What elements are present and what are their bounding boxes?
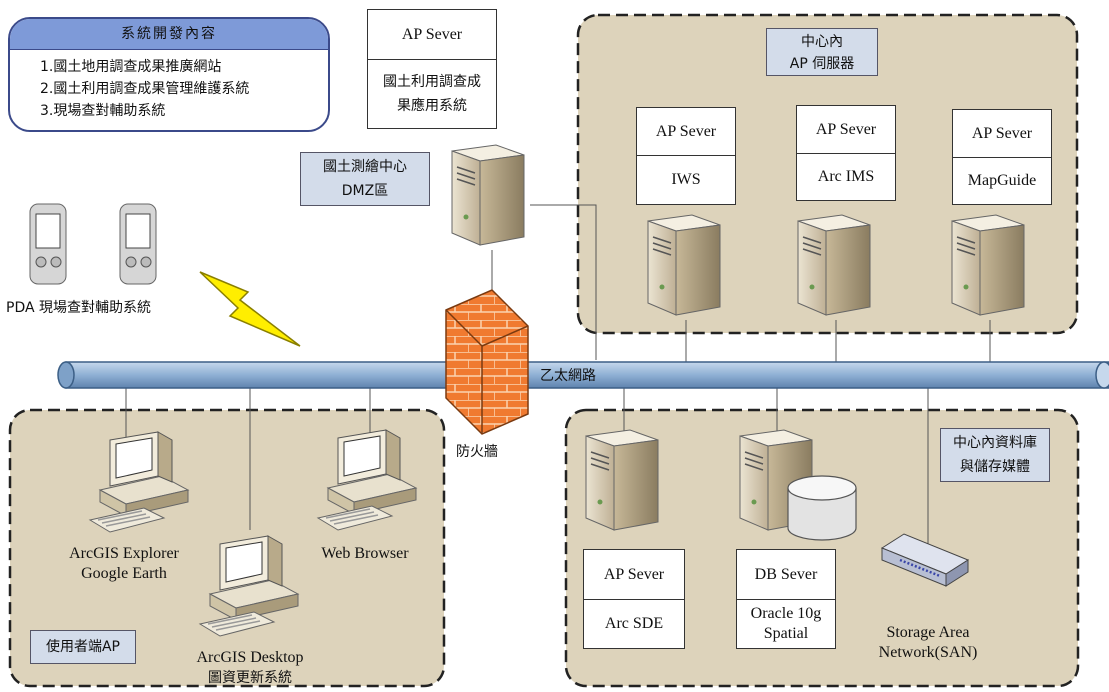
server-box-arcims: AP Sever Arc IMS — [796, 105, 896, 201]
arcims-server-icon — [797, 214, 871, 316]
db-server-name-line1: Oracle 10g — [750, 605, 822, 622]
server-title: AP Sever — [637, 108, 735, 156]
wireless-lightning-icon — [199, 271, 301, 347]
db-server-name-line2: Spatial — [763, 625, 809, 642]
ap-top-title: AP Sever — [368, 10, 496, 60]
db-server-name: Oracle 10g Spatial — [737, 600, 835, 648]
dev-item-3: 3.現場查對輔助系統 — [40, 103, 166, 119]
pda-icon-2 — [119, 203, 157, 285]
dev-item-1: 1.國土地用調查成果推廣網站 — [40, 59, 222, 75]
db-server-box: DB Sever Oracle 10g Spatial — [736, 549, 836, 649]
client-explorer-label: ArcGIS Explorer Google Earth — [44, 544, 204, 584]
client-desktop-line2: 圖資更新系統 — [208, 670, 292, 686]
server-box-mapguide: AP Sever MapGuide — [952, 109, 1052, 205]
arcsde-box: AP Sever Arc SDE — [583, 549, 685, 649]
database-cylinder-icon — [787, 475, 857, 541]
client-webbrowser-label: Web Browser — [321, 545, 409, 562]
mapguide-server-icon — [951, 214, 1025, 316]
server-title: AP Sever — [797, 106, 895, 154]
san-device-icon — [880, 533, 970, 587]
client-zone-label: 使用者端AP — [30, 630, 136, 664]
db-zone-label-line1: 中心內資料庫 — [953, 435, 1037, 451]
arcsde-name: Arc SDE — [604, 615, 664, 632]
server-name: MapGuide — [967, 172, 1037, 189]
firewall-icon — [445, 289, 529, 435]
server-name: IWS — [671, 171, 701, 188]
dev-content-panel: 系統開發內容 1.國土地用調查成果推廣網站 2.國土利用調查成果管理維護系統 3… — [8, 17, 330, 132]
ap-top-box: AP Sever 國土利用調查成果應用系統 — [367, 9, 497, 129]
pda-icon-1 — [29, 203, 67, 285]
db-zone-label-line2: 與儲存媒體 — [960, 459, 1030, 475]
san-label-line2: Network(SAN) — [878, 644, 978, 661]
arcsde-title: AP Sever — [584, 550, 684, 600]
db-zone-label: 中心內資料庫 與儲存媒體 — [940, 428, 1050, 482]
iws-server-icon — [647, 214, 721, 316]
arcsde-server-icon — [585, 429, 659, 531]
dev-content-list: 1.國土地用調查成果推廣網站 2.國土利用調查成果管理維護系統 3.現場查對輔助… — [10, 50, 328, 122]
dmz-label-line1: 國土測繪中心 — [323, 159, 407, 175]
firewall-label: 防火牆 — [456, 444, 498, 460]
dev-content-title: 系統開發內容 — [10, 19, 328, 50]
center-ap-label: 中心內 AP 伺服器 — [766, 28, 878, 76]
server-title: AP Sever — [953, 110, 1051, 158]
server-box-iws: AP Sever IWS — [636, 107, 736, 205]
san-label-line1: Storage Area — [886, 624, 970, 641]
server-name: Arc IMS — [817, 168, 875, 185]
ethernet-pipe — [57, 361, 1109, 389]
pda-label: PDA 現場查對輔助系統 — [6, 300, 152, 316]
connection-lines — [125, 204, 991, 560]
ethernet-label: 乙太網路 — [540, 368, 596, 384]
dmz-label-line2: DMZ區 — [341, 183, 389, 199]
dev-item-2: 2.國土利用調查成果管理維護系統 — [40, 81, 250, 97]
client-explorer-line2: Google Earth — [81, 565, 167, 582]
ap-top-subtitle: 國土利用調查成果應用系統 — [383, 74, 481, 114]
client-desktop-line1: ArcGIS Desktop — [196, 649, 304, 666]
dmz-label: 國土測繪中心 DMZ區 — [300, 152, 430, 206]
center-ap-label-line2: AP 伺服器 — [789, 56, 855, 72]
san-label: Storage Area Network(SAN) — [858, 623, 998, 663]
client-explorer-line1: ArcGIS Explorer — [69, 545, 179, 562]
dmz-server-icon — [451, 144, 525, 246]
db-server-title: DB Sever — [737, 550, 835, 600]
center-ap-label-line1: 中心內 — [801, 34, 843, 50]
client-desktop-label: ArcGIS Desktop 圖資更新系統 — [170, 648, 330, 688]
